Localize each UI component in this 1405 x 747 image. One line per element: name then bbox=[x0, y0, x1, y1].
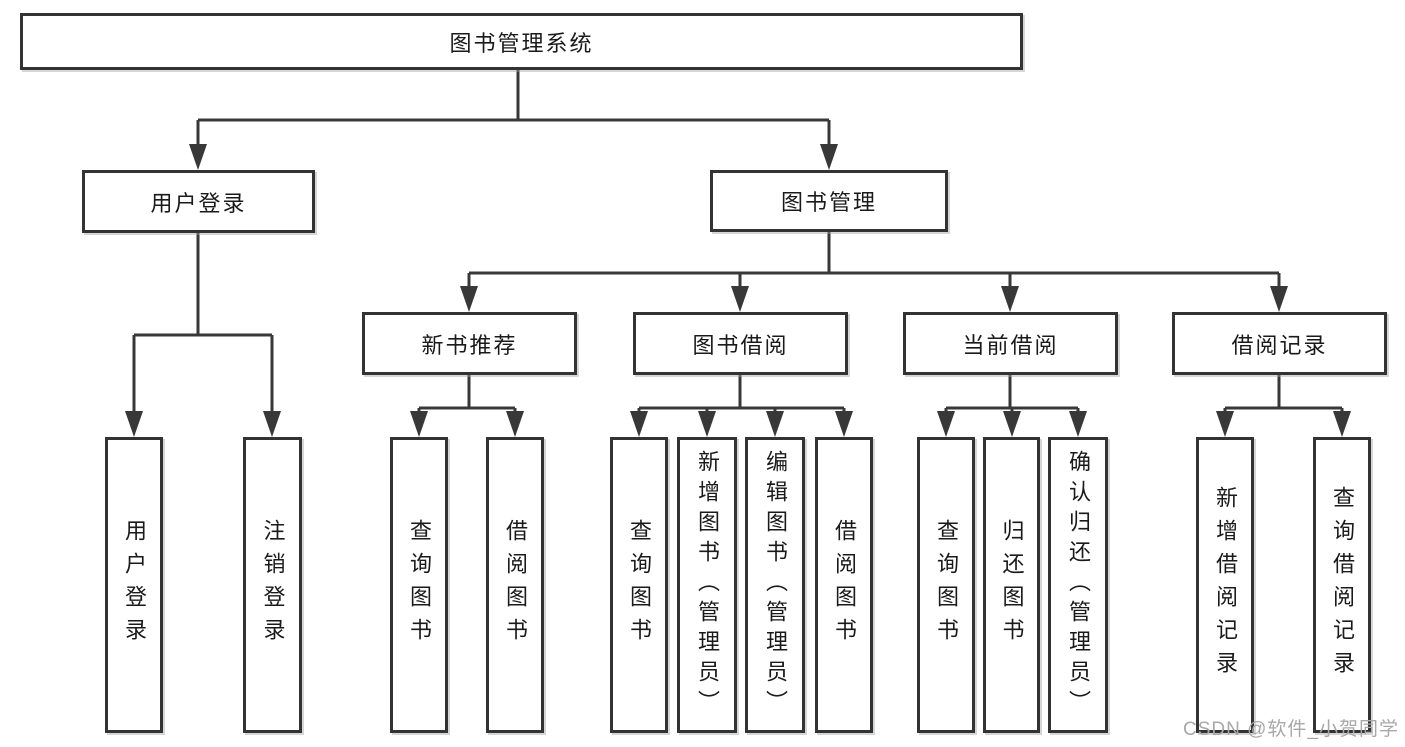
node-label: 新增图书（管理员） bbox=[695, 450, 720, 720]
node-label: 图书借阅 bbox=[692, 332, 789, 358]
node-current-borrowing: 当前借阅 bbox=[903, 312, 1118, 375]
node-label: 归还图书 bbox=[999, 519, 1025, 651]
node-system-root: 图书管理系统 bbox=[20, 13, 1023, 70]
leaf-br-query-record: 查询借阅记录 bbox=[1313, 437, 1371, 733]
node-label: 查询图书 bbox=[934, 519, 959, 651]
node-label: 注销登录 bbox=[260, 519, 286, 651]
node-new-book-recommend: 新书推荐 bbox=[362, 312, 577, 375]
node-label: 图书管理系统 bbox=[449, 30, 594, 56]
node-label: 借阅图书 bbox=[503, 519, 528, 651]
leaf-nbr-borrow-books: 借阅图书 bbox=[486, 437, 544, 733]
csdn-watermark: CSDN @软件_小贺同学 bbox=[1183, 719, 1399, 740]
leaf-bb-edit-books-admin: 编辑图书（管理员） bbox=[745, 437, 805, 733]
connector-edges bbox=[132, 68, 1344, 417]
node-label: 借阅图书 bbox=[832, 519, 857, 651]
node-borrowing-records: 借阅记录 bbox=[1172, 312, 1387, 375]
leaf-user-login: 用户登录 bbox=[105, 437, 163, 733]
node-book-borrowing: 图书借阅 bbox=[633, 312, 848, 375]
leaf-br-add-record: 新增借阅记录 bbox=[1196, 437, 1254, 733]
node-label: 查询图书 bbox=[627, 519, 652, 651]
node-label: 查询图书 bbox=[407, 519, 432, 651]
leaf-bb-query-books: 查询图书 bbox=[610, 437, 668, 733]
leaf-cb-return-books: 归还图书 bbox=[983, 437, 1040, 733]
node-label: 查询借阅记录 bbox=[1330, 486, 1355, 684]
leaf-bb-add-books-admin: 新增图书（管理员） bbox=[677, 437, 737, 733]
node-book-management: 图书管理 bbox=[710, 170, 948, 232]
leaf-cb-query-books: 查询图书 bbox=[917, 437, 975, 733]
node-label: 新书推荐 bbox=[421, 332, 518, 358]
leaf-cb-confirm-return-admin: 确认归还（管理员） bbox=[1048, 437, 1108, 733]
arrowheads bbox=[125, 144, 1351, 437]
node-label: 图书管理 bbox=[780, 190, 877, 215]
leaf-bb-borrow-books: 借阅图书 bbox=[815, 437, 873, 733]
node-label: 用户登录 bbox=[150, 190, 247, 216]
node-label: 借阅记录 bbox=[1231, 332, 1328, 358]
node-label: 编辑图书（管理员） bbox=[763, 450, 788, 720]
node-label: 用户登录 bbox=[122, 519, 147, 651]
node-label: 确认归还（管理员） bbox=[1066, 450, 1091, 720]
leaf-logout: 注销登录 bbox=[243, 437, 302, 733]
node-label: 当前借阅 bbox=[962, 332, 1059, 358]
leaf-nbr-query-books: 查询图书 bbox=[390, 437, 448, 733]
node-user-login: 用户登录 bbox=[82, 170, 315, 233]
node-label: 新增借阅记录 bbox=[1213, 486, 1238, 684]
